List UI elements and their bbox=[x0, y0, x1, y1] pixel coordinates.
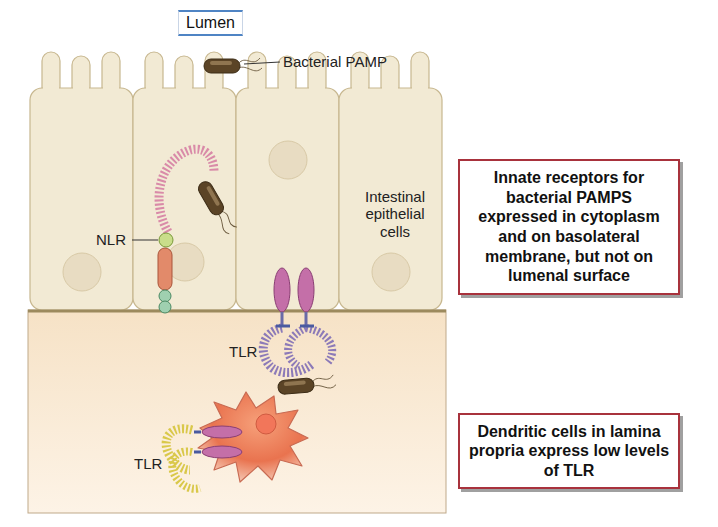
epithelial-cell bbox=[236, 52, 339, 310]
basement-membrane bbox=[28, 310, 446, 313]
pamp-label: Bacterial PAMP bbox=[283, 53, 423, 70]
box-text: Lumen bbox=[186, 14, 235, 32]
bacterium-lamina-propria bbox=[277, 375, 336, 395]
title-box: Lumen bbox=[178, 10, 243, 36]
bacterium-cytoplasm bbox=[196, 179, 238, 237]
lamina-propria bbox=[28, 310, 446, 513]
box-text: Dendritic cells in lamina propria expres… bbox=[468, 422, 670, 481]
epithelial-cell bbox=[339, 52, 442, 310]
cell-label: Intestinal epithelial cells bbox=[350, 188, 440, 240]
receptor-label: TLR bbox=[229, 343, 269, 360]
leader-line bbox=[132, 240, 158, 241]
note-box: Innate receptors for bacterial PAMPS exp… bbox=[458, 159, 680, 294]
receptor-label: TLR bbox=[134, 455, 168, 472]
leader-line bbox=[244, 62, 280, 64]
epithelial-cell bbox=[133, 52, 236, 310]
box-text: Innate receptors for bacterial PAMPS exp… bbox=[468, 168, 670, 285]
receptor-label: NLR bbox=[96, 231, 130, 248]
epithelial-cell bbox=[30, 52, 133, 310]
nlr-receptor bbox=[158, 149, 214, 313]
note-box: Dendritic cells in lamina propria expres… bbox=[458, 413, 680, 490]
dendritic-cell bbox=[166, 392, 308, 489]
bacterial-pamp bbox=[204, 58, 262, 73]
tlr-receptor bbox=[263, 268, 332, 373]
